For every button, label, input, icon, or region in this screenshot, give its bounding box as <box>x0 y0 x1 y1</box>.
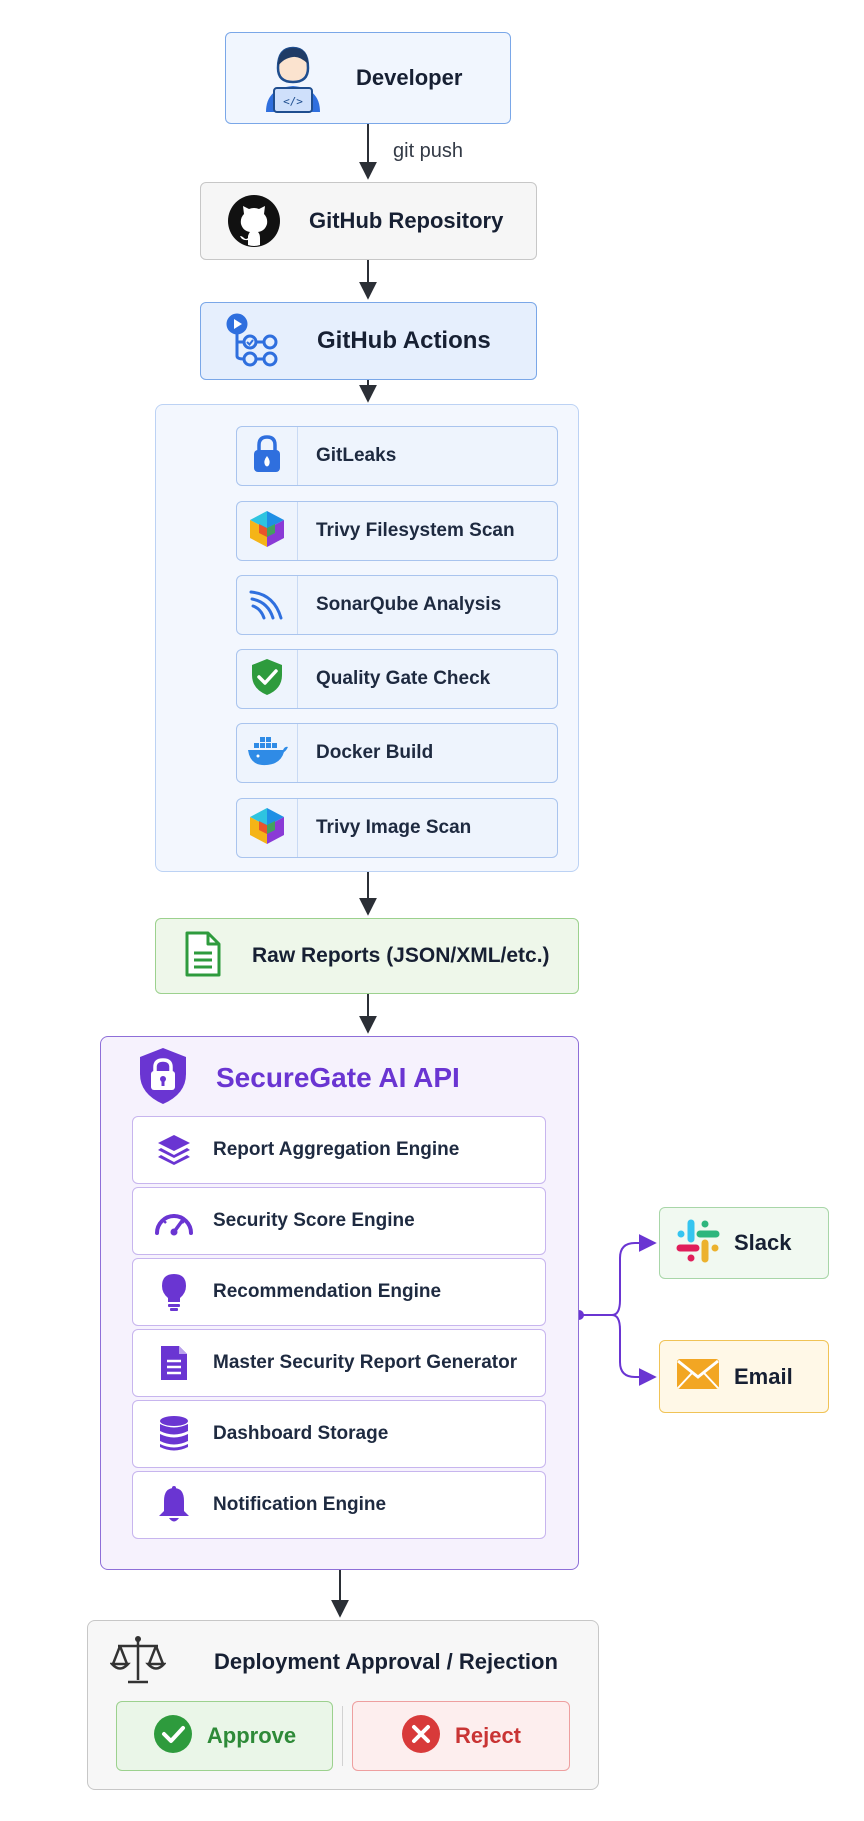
x-circle-icon <box>401 1714 441 1759</box>
reject-label: Reject <box>454 1723 522 1748</box>
engine-security-score: Security Score Engine <box>132 1187 546 1255</box>
email-node: Email <box>659 1340 829 1413</box>
gauge-icon <box>153 1206 195 1236</box>
database-icon <box>153 1414 195 1454</box>
engine-label: Security Score Engine <box>213 1210 415 1231</box>
deployment-title: Deployment Approval / Rejection <box>214 1649 558 1674</box>
engine-report-aggregation: Report Aggregation Engine <box>132 1116 546 1184</box>
lock-icon <box>251 434 283 479</box>
slack-icon <box>676 1219 720 1268</box>
approve-button[interactable]: Approve <box>116 1701 333 1771</box>
approve-label: Approve <box>206 1723 297 1748</box>
step-label: Trivy Filesystem Scan <box>316 520 515 541</box>
raw-reports-label: Raw Reports (JSON/XML/etc.) <box>252 944 550 967</box>
engine-recommendation: Recommendation Engine <box>132 1258 546 1326</box>
arrow-to-slack <box>611 1234 657 1316</box>
github-octocat-icon <box>227 194 281 248</box>
engine-label: Recommendation Engine <box>213 1281 442 1302</box>
step-trivy-filesystem-scan: Trivy Filesystem Scan <box>236 501 558 561</box>
engine-label: Dashboard Storage <box>213 1423 389 1444</box>
step-label: GitLeaks <box>316 445 397 466</box>
developer-label: Developer <box>356 65 463 90</box>
github-actions-workflow-icon <box>225 312 283 370</box>
layers-icon <box>153 1132 195 1168</box>
engine-notification: Notification Engine <box>132 1471 546 1539</box>
reject-button[interactable]: Reject <box>352 1701 570 1771</box>
shield-lock-icon <box>136 1046 190 1111</box>
github-actions-node: GitHub Actions <box>200 302 537 380</box>
document-icon <box>153 1344 195 1382</box>
edge-label-git-push: git push <box>393 140 464 162</box>
document-icon <box>184 930 222 983</box>
scales-icon <box>109 1634 167 1691</box>
step-label: Quality Gate Check <box>316 668 491 689</box>
slack-node: Slack <box>659 1207 829 1279</box>
step-gitleaks: GitLeaks <box>236 426 558 486</box>
securegate-api-title: SecureGate AI API <box>216 1062 460 1093</box>
step-trivy-image-scan: Trivy Image Scan <box>236 798 558 858</box>
svg-text:</>: </> <box>283 95 303 108</box>
trivy-cube-icon <box>248 509 286 554</box>
step-docker-build: Docker Build <box>236 723 558 783</box>
engine-dashboard-storage: Dashboard Storage <box>132 1400 546 1468</box>
developer-laptop-icon: </> <box>260 42 326 114</box>
engine-label: Notification Engine <box>213 1494 387 1515</box>
check-circle-icon <box>153 1714 193 1759</box>
approval-divider <box>342 1706 343 1766</box>
bell-icon <box>153 1485 195 1525</box>
engine-label: Report Aggregation Engine <box>213 1139 460 1160</box>
email-label: Email <box>734 1363 793 1389</box>
securegate-api-header: SecureGate AI API <box>136 1046 460 1110</box>
step-label: Trivy Image Scan <box>316 817 472 838</box>
arrow-to-email <box>611 1314 657 1386</box>
step-sonarqube-analysis: SonarQube Analysis <box>236 575 558 635</box>
step-label: SonarQube Analysis <box>316 594 502 615</box>
envelope-icon <box>676 1358 720 1395</box>
developer-node: </> Developer <box>225 32 511 124</box>
step-label: Docker Build <box>316 742 434 763</box>
step-quality-gate-check: Quality Gate Check <box>236 649 558 709</box>
github-actions-label: GitHub Actions <box>317 327 491 354</box>
trivy-cube-icon <box>248 806 286 851</box>
shield-check-icon <box>250 657 284 702</box>
sonarqube-waves-icon <box>248 584 286 627</box>
engine-label: Master Security Report Generator <box>213 1352 518 1373</box>
github-repository-label: GitHub Repository <box>309 208 504 233</box>
slack-label: Slack <box>734 1230 792 1255</box>
github-repository-node: GitHub Repository <box>200 182 537 260</box>
engine-master-security-report: Master Security Report Generator <box>132 1329 546 1397</box>
raw-reports-node: Raw Reports (JSON/XML/etc.) <box>155 918 579 994</box>
lightbulb-icon <box>153 1272 195 1312</box>
docker-whale-icon <box>246 734 288 773</box>
deployment-header: Deployment Approval / Rejection <box>109 1632 558 1692</box>
